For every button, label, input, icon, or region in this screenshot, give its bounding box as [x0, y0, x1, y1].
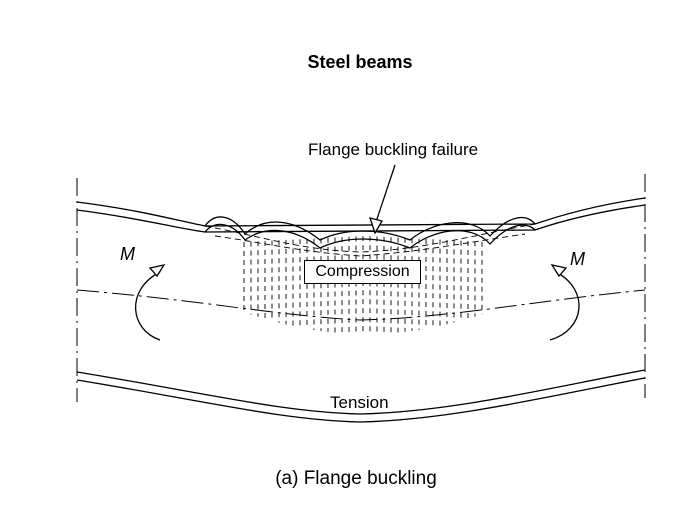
flange-dashed-1	[204, 223, 536, 253]
compression-hatching	[243, 236, 483, 334]
failure-label: Flange buckling failure	[308, 140, 479, 159]
figure-caption: (a) Flange buckling	[275, 468, 437, 489]
moment-label-left: M	[120, 244, 135, 264]
failure-pointer	[375, 164, 396, 223]
figure-title: Steel beams	[307, 52, 413, 72]
failure-pointer-head	[369, 217, 383, 235]
bottom-flange-inner	[76, 377, 646, 423]
flange-dashed-2	[214, 233, 526, 257]
moment-arrowhead-left	[148, 264, 166, 278]
bottom-flange-outer	[76, 369, 646, 415]
top-flange-inner	[76, 204, 646, 233]
compression-label: Compression	[304, 260, 421, 284]
moment-arrow-left	[135, 271, 161, 341]
moment-label-right: M	[570, 249, 585, 269]
moment-arrow-right	[549, 271, 580, 341]
buckled-flange-wave-inner	[204, 223, 536, 249]
tension-label: Tension	[330, 393, 389, 412]
neutral-axis	[76, 289, 646, 321]
moment-arrowhead-right	[550, 264, 568, 278]
